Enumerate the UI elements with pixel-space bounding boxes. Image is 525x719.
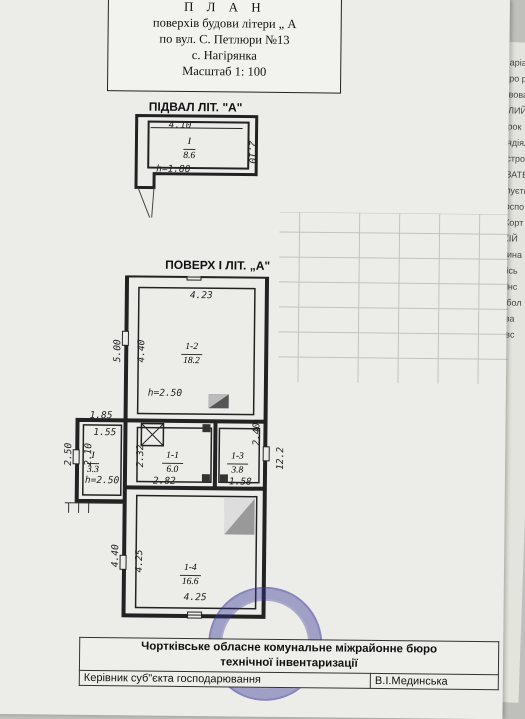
- faded-table-grid: [278, 212, 510, 384]
- underlying-line: ядіяльн: [507, 134, 525, 151]
- underlying-line: аріальн: [509, 54, 525, 71]
- dim-porch-inner: 1.55: [93, 427, 116, 438]
- footer-role: Керівник суб"єкта господарювання: [79, 670, 370, 688]
- room-1-4: 1-4 16.6: [180, 562, 201, 589]
- room-1-4-area: 16.6: [180, 576, 201, 589]
- underlying-line: ро раді: [509, 70, 525, 87]
- basement-drawing: [128, 111, 279, 223]
- footer-name: В.І.Мединська: [370, 673, 498, 689]
- dim-room4-bottom: 4.25: [184, 592, 207, 603]
- footer-org: Чортківське обласне комунальне міжрайонн…: [79, 637, 498, 674]
- dim-overall-left: 5.00: [112, 339, 123, 362]
- room-1-2-number: 1-2: [181, 341, 202, 355]
- dim-room4-left-inner: 4.25: [134, 549, 145, 572]
- dim-room2-side: 4.40: [136, 340, 147, 363]
- dim-r11-left: 2.32: [135, 444, 146, 467]
- dim-room4-left-outer: 4.40: [110, 544, 121, 567]
- underlying-line: строве: [506, 150, 525, 167]
- basement-room: I 8.6: [183, 136, 195, 163]
- dim-r13-side: 2.40: [251, 423, 262, 446]
- room-1-4-number: 1-4: [180, 562, 201, 576]
- underlying-line: рок: [507, 118, 525, 135]
- basement-depth: 2.10: [246, 141, 257, 164]
- footer-table: Чортківське обласне комунальне міжрайонн…: [79, 637, 499, 690]
- dim-height-main: h=2.50: [148, 388, 182, 399]
- underlying-line: вовані: [508, 86, 525, 103]
- underlying-line: ЛИЙ ЕМ: [508, 102, 525, 119]
- basement-room-number: I: [183, 136, 195, 150]
- dim-top-width: 4.23: [190, 290, 213, 301]
- floor-plan-sheet: П Л А Н поверхів будови літери „ А по ву…: [0, 0, 510, 719]
- room-1-3-number: 1-3: [227, 450, 248, 464]
- title-scale: Масштаб 1: 100: [108, 62, 340, 80]
- dim-r13-bottom: 1.58: [229, 476, 252, 487]
- floor1-label: ПОВЕРХ I ЛІТ. „А": [165, 258, 270, 273]
- room-1-3: 1-3 3.8: [227, 450, 248, 477]
- basement-height: h=1.80: [156, 164, 190, 175]
- basement-room-area: 8.6: [183, 150, 195, 163]
- dim-porch-height: h=2.50: [85, 475, 119, 486]
- dim-porch-side: 2.10: [83, 443, 94, 466]
- dim-porch-top: 1.85: [90, 410, 113, 421]
- room-1-2: 1-2 18.2: [181, 341, 202, 368]
- dim-overall-right: 12.2: [275, 447, 286, 470]
- underlying-line: ЗАТВЕ: [506, 166, 525, 183]
- dim-porch-left: 2.50: [63, 443, 74, 466]
- room-1-2-area: 18.2: [181, 355, 202, 368]
- basement-width: 4.10: [169, 120, 192, 131]
- title-block: П Л А Н поверхів будови літери „ А по ву…: [107, 0, 342, 94]
- room-1-1: 1-1 6.0: [162, 450, 183, 477]
- dim-r11-bottom: 2.82: [153, 476, 176, 487]
- footer-block: Чортківське обласне комунальне міжрайонн…: [79, 637, 499, 690]
- room-1-1-number: 1-1: [162, 450, 183, 464]
